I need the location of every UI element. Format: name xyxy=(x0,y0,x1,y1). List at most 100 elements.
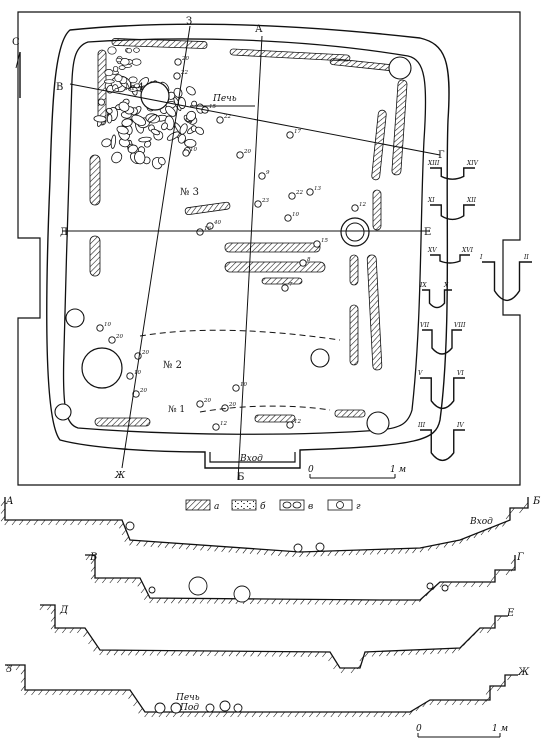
soil-hatch xyxy=(258,711,264,718)
stone xyxy=(112,65,119,73)
soil-hatch xyxy=(510,507,515,514)
soil-hatch xyxy=(314,599,320,605)
section-z-label: З xyxy=(186,16,192,27)
post-holes: 2220151720913221023401587102020101622102… xyxy=(96,56,366,431)
soil-hatch xyxy=(114,519,119,526)
soil-hatch xyxy=(300,651,306,657)
section-zh-label: Ж xyxy=(114,471,126,481)
profile-scale-one: 1 м xyxy=(492,724,508,734)
soil-hatch xyxy=(201,711,207,718)
post-hole-number: 20 xyxy=(228,402,236,408)
profile-stone xyxy=(148,586,156,594)
soil-hatch xyxy=(170,598,176,604)
soil-hatch xyxy=(489,685,495,692)
soil-hatch xyxy=(523,502,529,508)
post-hole xyxy=(174,58,182,66)
soil-hatch xyxy=(362,549,368,555)
soil-hatch xyxy=(249,548,255,554)
stove-label: Печь xyxy=(212,94,237,104)
soil-hatch xyxy=(48,519,53,526)
soil-hatch xyxy=(415,649,421,655)
soil-hatch xyxy=(468,635,473,641)
stone xyxy=(133,47,140,53)
soil-hatch xyxy=(415,705,421,712)
soil-hatch xyxy=(109,577,115,584)
soil-hatch xyxy=(108,689,113,696)
profile-4-stove-label: Печь xyxy=(175,693,200,703)
large-pits xyxy=(54,56,412,435)
section-label-right: VI xyxy=(457,370,464,377)
soil-hatch xyxy=(208,711,214,718)
soil-hatch xyxy=(47,604,52,611)
soil-hatch xyxy=(463,640,468,646)
soil-hatch xyxy=(328,655,333,662)
wall-beams xyxy=(89,38,408,427)
stone xyxy=(121,118,133,127)
pit-2-label: № 2 xyxy=(163,360,182,371)
post-hole xyxy=(306,188,314,196)
soil-hatch xyxy=(478,581,484,588)
stone xyxy=(127,144,138,154)
profile-3-left: Д xyxy=(59,605,69,616)
soil-hatch xyxy=(235,651,241,657)
soil-hatch xyxy=(278,599,284,605)
soil-hatch xyxy=(320,551,325,557)
soil-hatch xyxy=(70,519,75,526)
post-hole-number: 15 xyxy=(209,104,216,110)
soil-hatch xyxy=(348,550,354,556)
soil-hatch xyxy=(249,598,255,605)
soil-hatch xyxy=(59,689,64,696)
stone xyxy=(126,47,132,54)
soil-hatch xyxy=(372,599,377,606)
soil-hatch xyxy=(495,569,501,576)
soil-hatch xyxy=(45,689,50,696)
post-hole xyxy=(299,259,307,267)
soil-hatch xyxy=(214,546,219,552)
section-label-left: XI xyxy=(427,197,435,204)
post-hole-number: 10 xyxy=(190,147,197,153)
soil-hatch xyxy=(485,696,491,702)
post-hole-number: 20 xyxy=(115,334,123,340)
soil-hatch xyxy=(257,651,262,657)
profile-stone xyxy=(293,543,303,553)
soil-hatch xyxy=(106,519,112,526)
post-hole-number: 22 xyxy=(180,70,188,76)
post-hole xyxy=(212,423,220,431)
soil-hatch xyxy=(419,547,425,553)
profile-2-right: Г xyxy=(516,552,524,563)
soil-hatch xyxy=(243,651,248,657)
soil-hatch xyxy=(411,599,417,606)
soil-hatch xyxy=(357,599,363,605)
soil-hatch xyxy=(102,577,107,584)
soil-hatch xyxy=(128,650,133,656)
post-hole-number: 15 xyxy=(321,238,328,244)
post-hole xyxy=(173,72,181,80)
soil-hatch xyxy=(142,650,147,656)
section-lines xyxy=(62,25,441,481)
section-g-label: Г xyxy=(438,150,445,161)
soil-hatch xyxy=(379,599,385,606)
post-hole-number: 22 xyxy=(295,190,303,196)
soil-hatch xyxy=(432,584,437,591)
soil-hatch xyxy=(334,550,340,556)
soil-hatch xyxy=(149,597,154,604)
soil-hatch xyxy=(487,627,492,634)
soil-hatch xyxy=(150,541,156,547)
plan-scale-one: 1 м xyxy=(390,465,406,475)
stone xyxy=(106,107,113,114)
soil-hatch xyxy=(271,598,277,605)
soil-hatch xyxy=(215,711,221,718)
soil-hatch xyxy=(329,599,334,605)
soil-hatch xyxy=(500,680,506,686)
soil-hatch xyxy=(185,544,191,550)
soil-hatch xyxy=(20,669,26,675)
soil-hatch xyxy=(380,711,386,718)
soil-hatch xyxy=(157,542,163,548)
soil-hatch xyxy=(452,699,457,706)
soil-hatch xyxy=(117,577,122,584)
post-hole-number: 40 xyxy=(213,220,221,226)
post-hole-number: 10 xyxy=(292,212,299,218)
profile-4-right: Ж xyxy=(517,667,530,678)
legend-stone-swatch xyxy=(279,499,305,511)
